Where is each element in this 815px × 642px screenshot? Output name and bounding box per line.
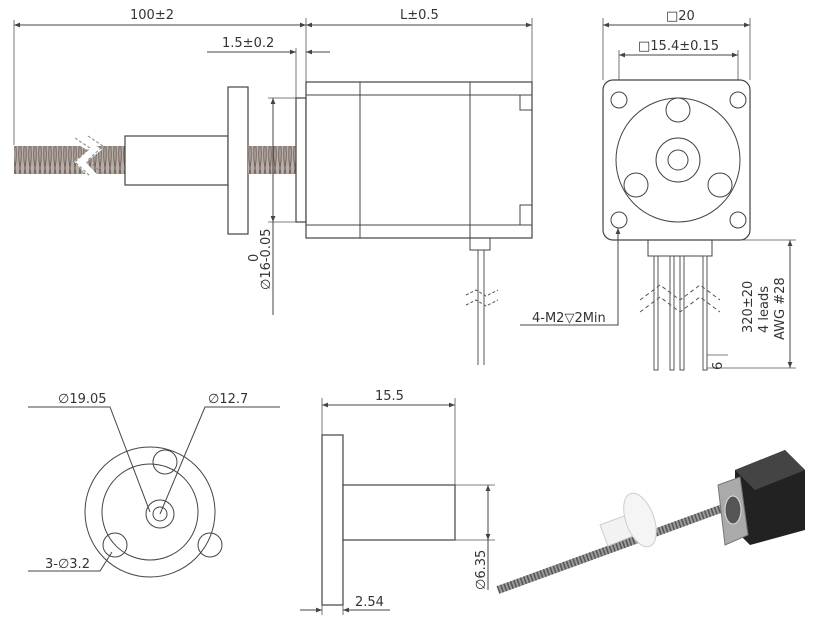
flange-diameter-label: ∅19.05 [58, 392, 107, 407]
motor-length-label: L±0.5 [400, 8, 439, 23]
flange-thickness-label: 2.54 [355, 595, 384, 610]
nut-front-view: ∅19.05 ∅12.7 3-∅3.2 [28, 392, 280, 578]
nut-side-view: 15.5 ∅6.35 2.54 [300, 389, 495, 615]
boss-height-label: 1.5±0.2 [222, 36, 274, 51]
side-view: 100±2 L±0.5 1.5±0.2 0 ∅16-0.05 [13, 8, 533, 365]
nut-body [124, 135, 229, 186]
front-view: □20 □15.4±0.15 4-M2▽2Min 320±20 4 leads … [520, 9, 796, 371]
body-diameter-label: ∅12.7 [208, 392, 248, 407]
lead-gauge-label: AWG #28 [773, 277, 788, 340]
lead-count-label: 4 leads [757, 286, 772, 333]
strip-length-label: 6 [711, 362, 726, 370]
frame-size-label: □20 [666, 9, 695, 24]
motor-body [305, 81, 533, 239]
mount-holes-label: 4-M2▽2Min [532, 311, 606, 326]
lead-screw [14, 146, 125, 174]
motor-face [602, 79, 751, 241]
lead-wires [639, 255, 721, 371]
motor-leads [465, 250, 499, 365]
nut-body-diameter-label: ∅6.35 [474, 550, 489, 590]
hole-spacing-label: □15.4±0.15 [638, 39, 719, 54]
motor-boss [295, 97, 307, 223]
lead-length-label: 320±20 [741, 281, 756, 333]
holes-label: 3-∅3.2 [45, 557, 90, 572]
boss-diameter-label: ∅16-0.05 [259, 228, 274, 290]
product-photo [496, 450, 805, 594]
boss-tol-label: 0 [247, 254, 262, 262]
length-label: 15.5 [375, 389, 404, 404]
nut-flange [227, 86, 249, 235]
overall-length-label: 100±2 [130, 8, 174, 23]
